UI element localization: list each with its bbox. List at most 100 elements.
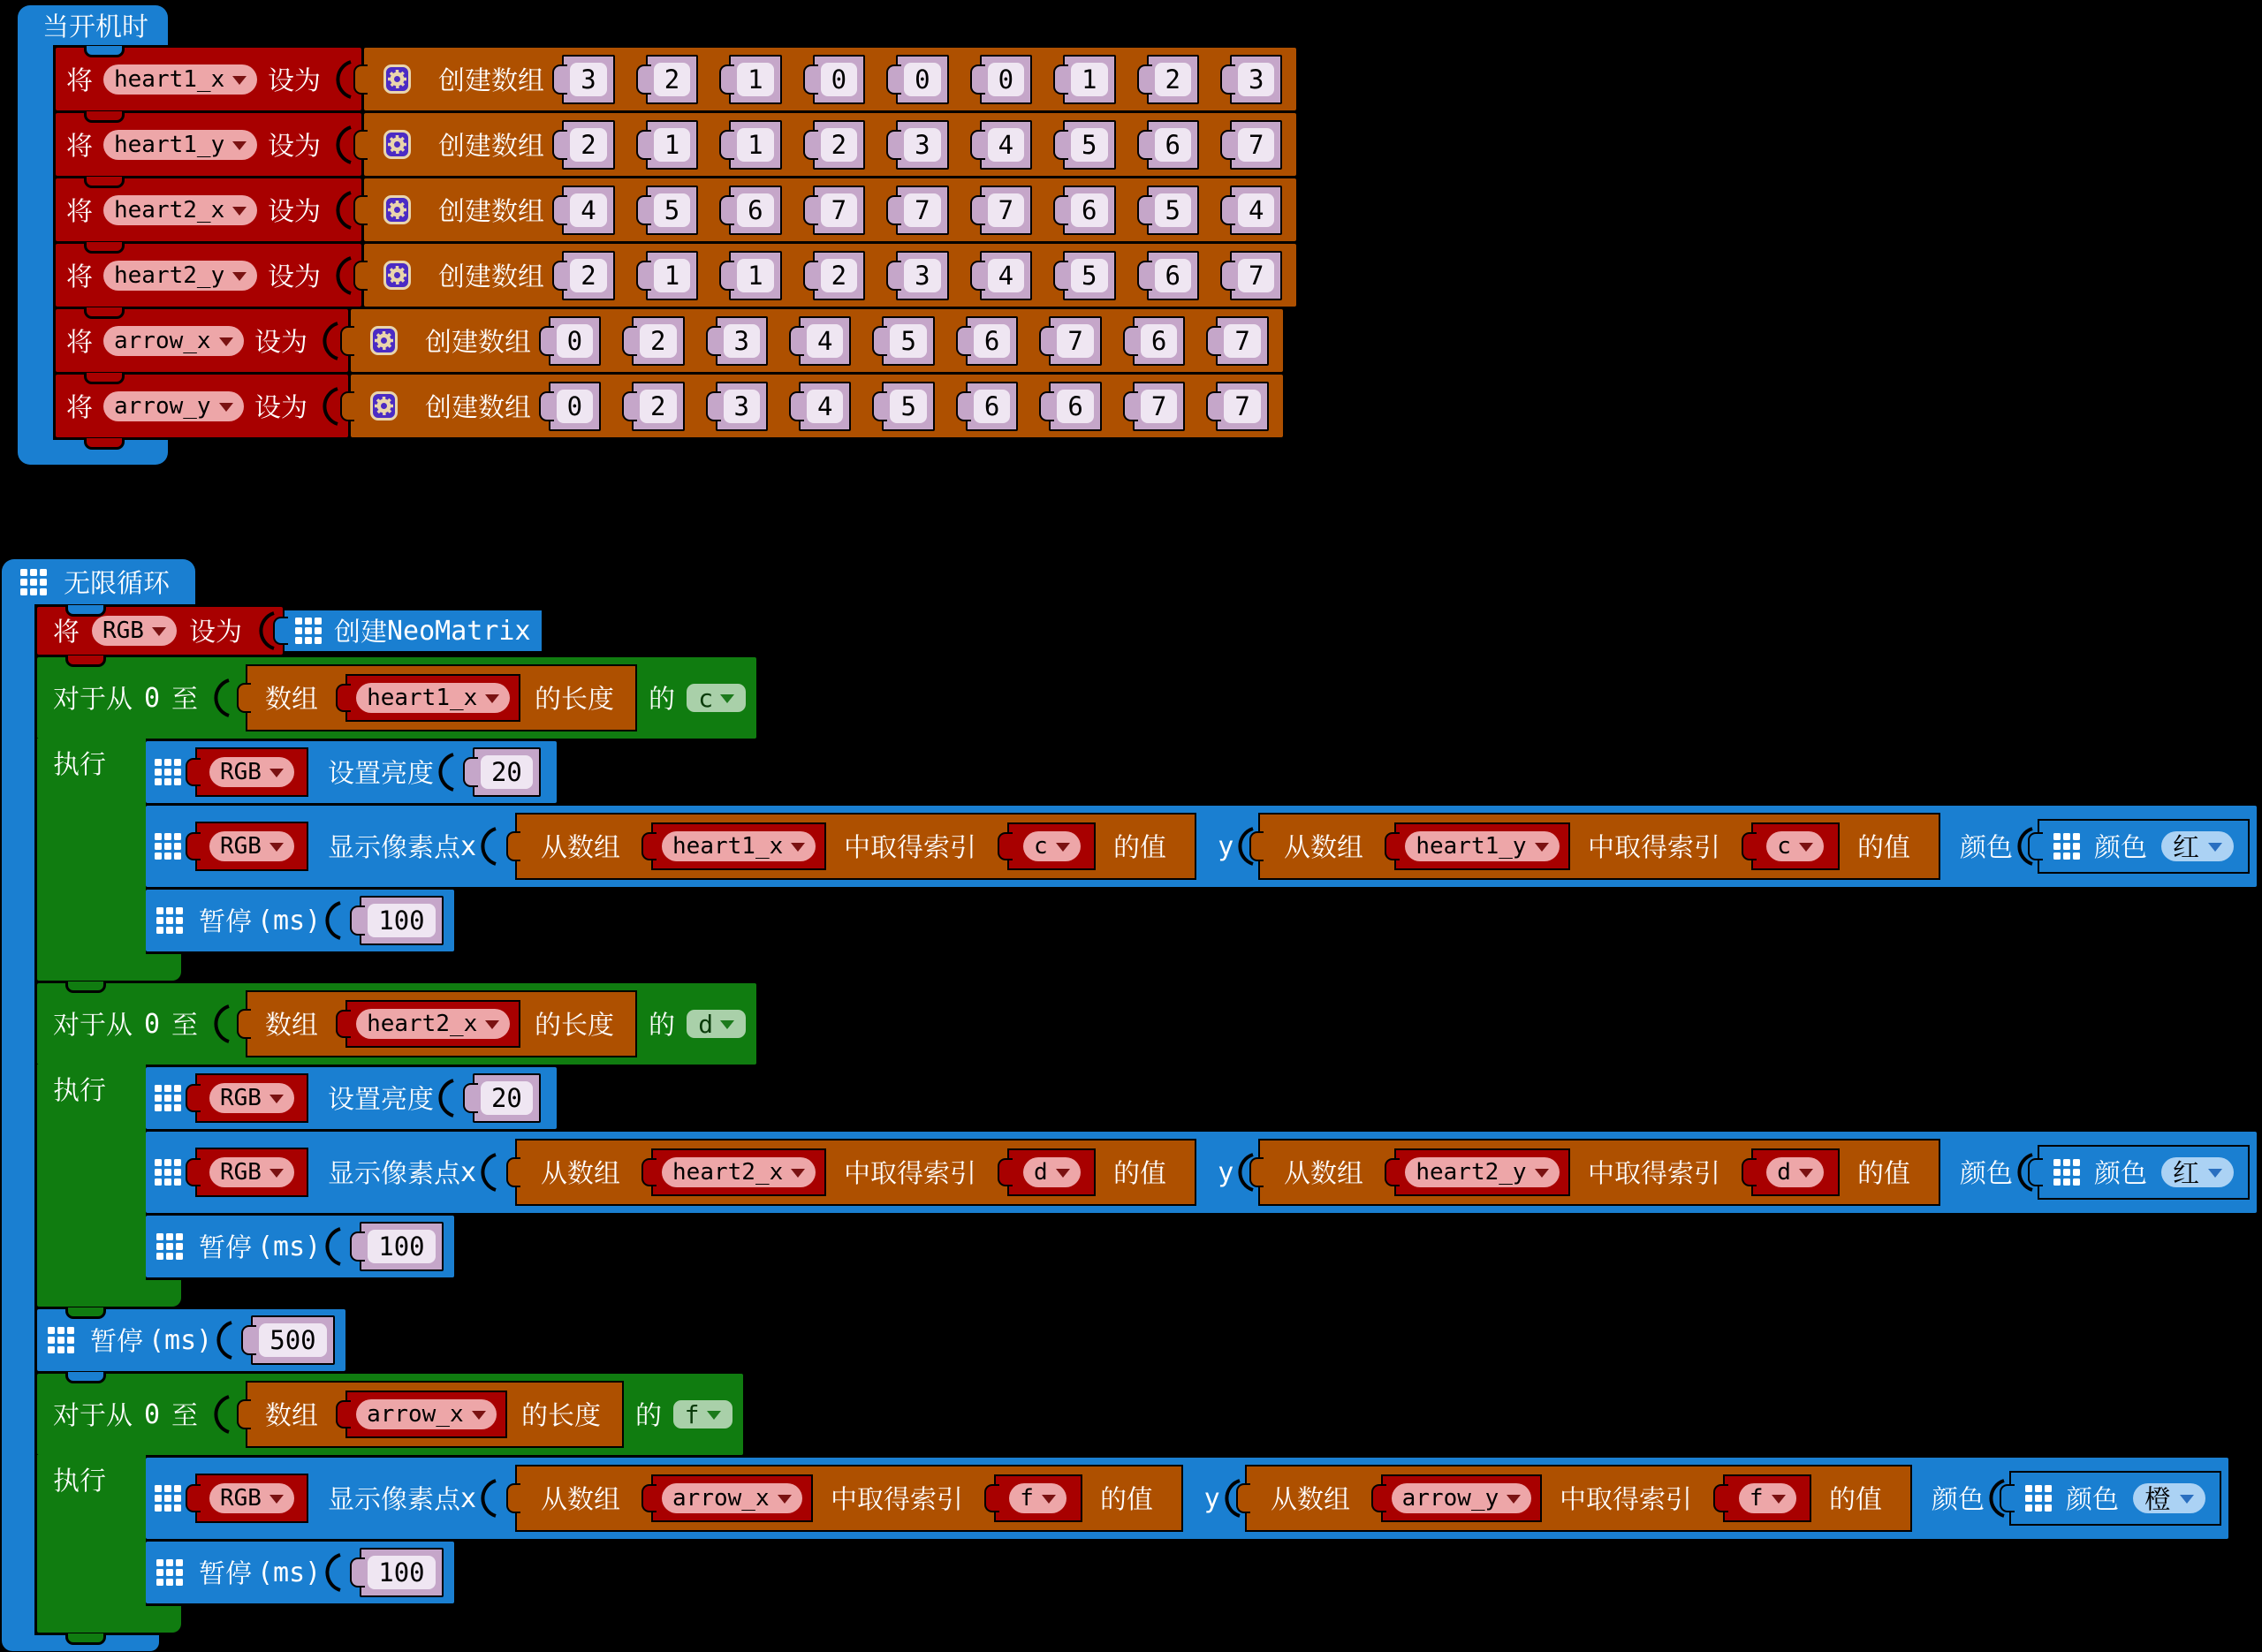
number-value[interactable]: 5 xyxy=(1154,193,1191,227)
set-variable-block[interactable]: heart1_x xyxy=(56,48,362,110)
for-loop-block[interactable]: 0 heart1_x xyxy=(37,657,2257,993)
array-number-slot[interactable]: 5 xyxy=(882,315,935,366)
array-number-slot[interactable]: 0 xyxy=(548,315,602,366)
set-variable-row[interactable]: heart2_x 4 xyxy=(56,178,1297,254)
device-dropdown[interactable]: RGB xyxy=(209,831,294,861)
color-block[interactable] xyxy=(2037,1145,2250,1200)
array-number-slot[interactable]: 4 xyxy=(798,381,852,431)
create-array-block[interactable]: 2 1 1 xyxy=(364,244,1297,307)
number-value[interactable]: 0 xyxy=(904,62,941,96)
index-variable-block[interactable]: d xyxy=(1750,1148,1840,1196)
number-value[interactable]: 7 xyxy=(1224,389,1261,423)
number-value[interactable]: 5 xyxy=(890,389,927,423)
number-value[interactable]: 4 xyxy=(1237,193,1275,227)
variable-dropdown[interactable]: f xyxy=(1009,1483,1066,1513)
loop-index-dropdown[interactable]: d xyxy=(687,1010,747,1039)
number-value[interactable]: 1 xyxy=(653,258,691,292)
create-array-block[interactable]: 4 5 6 xyxy=(364,178,1297,241)
get-value-block-y[interactable]: arrow_y f xyxy=(1244,1465,1913,1532)
array-number-slot[interactable]: 7 xyxy=(1049,315,1102,366)
array-number-slot[interactable]: 0 xyxy=(812,54,866,104)
array-number-slot[interactable]: 5 xyxy=(645,185,699,235)
array-number-slot[interactable]: 6 xyxy=(1049,381,1102,431)
for-loop-header[interactable]: 0 heart1_x xyxy=(37,657,757,739)
variable-dropdown[interactable]: heart1_y xyxy=(1405,831,1560,861)
device-dropdown[interactable]: RGB xyxy=(209,1083,294,1113)
number-value[interactable]: 20 xyxy=(480,1081,533,1115)
number-value[interactable]: 5 xyxy=(1071,258,1108,292)
color-dropdown[interactable] xyxy=(2160,1157,2234,1187)
color-block[interactable] xyxy=(2009,1471,2222,1526)
variable-dropdown[interactable]: arrow_x xyxy=(103,325,244,356)
number-value[interactable]: 3 xyxy=(723,389,760,423)
array-number-slot[interactable]: 4 xyxy=(979,119,1033,170)
number-value[interactable]: 6 xyxy=(973,323,1011,358)
gear-icon[interactable] xyxy=(369,391,398,421)
number-value[interactable]: 0 xyxy=(820,62,858,96)
array-number-slot[interactable]: 2 xyxy=(632,315,685,366)
number-value[interactable]: 7 xyxy=(820,193,858,227)
number-value[interactable]: 7 xyxy=(1237,127,1275,162)
gear-icon[interactable] xyxy=(369,326,398,355)
array-number-slot[interactable]: 6 xyxy=(1146,250,1199,300)
create-array-block[interactable]: 0 2 3 xyxy=(350,309,1283,372)
loop-index-dropdown[interactable]: c xyxy=(687,684,747,713)
device-dropdown[interactable]: RGB xyxy=(209,757,294,787)
rgb-device-block[interactable]: RGB xyxy=(195,1474,308,1523)
number-value[interactable]: 2 xyxy=(570,127,607,162)
number-value[interactable]: 0 xyxy=(987,62,1025,96)
create-neomatrix-block[interactable]: NeoMatrix xyxy=(282,609,543,653)
array-number-slot[interactable]: 7 xyxy=(1229,119,1283,170)
number-value[interactable]: 2 xyxy=(653,62,691,96)
array-number-slot[interactable]: 3 xyxy=(715,381,768,431)
set-brightness-block[interactable]: RGB 20 xyxy=(146,1067,557,1129)
number-value[interactable]: 6 xyxy=(1057,389,1094,423)
number-value[interactable]: 5 xyxy=(890,323,927,358)
number-value[interactable]: 6 xyxy=(1071,193,1108,227)
pause-value-slot[interactable]: 100 xyxy=(360,1548,444,1597)
pause-block[interactable]: (ms) 100 xyxy=(146,1542,454,1603)
on-start-hat[interactable] xyxy=(18,5,168,57)
array-number-slot[interactable]: 3 xyxy=(1229,54,1283,104)
array-number-slot[interactable]: 2 xyxy=(562,250,615,300)
array-number-slot[interactable]: 1 xyxy=(729,54,782,104)
variable-dropdown[interactable]: d xyxy=(1766,1157,1824,1187)
variable-dropdown[interactable]: heart2_x xyxy=(356,1009,511,1039)
array-length-block[interactable]: heart1_x xyxy=(246,664,638,731)
number-value[interactable]: 1 xyxy=(1071,62,1108,96)
number-value[interactable]: 5 xyxy=(1071,127,1108,162)
number-value[interactable]: 6 xyxy=(973,389,1011,423)
pause-block[interactable]: (ms) 100 xyxy=(146,1216,454,1277)
brightness-value-slot[interactable]: 20 xyxy=(472,1073,541,1123)
get-value-block-y[interactable]: heart2_y d xyxy=(1258,1139,1940,1206)
variable-dropdown[interactable]: heart1_x xyxy=(103,64,258,95)
variable-dropdown[interactable]: c xyxy=(1766,831,1824,861)
number-value[interactable]: 100 xyxy=(368,904,436,937)
number-value[interactable]: 3 xyxy=(904,258,941,292)
set-rgb-block[interactable]: RGB NeoMatrix xyxy=(37,607,543,667)
set-variable-block[interactable]: heart1_y xyxy=(56,113,362,176)
color-dropdown[interactable] xyxy=(2133,1483,2206,1513)
brightness-value-slot[interactable]: 20 xyxy=(472,747,541,797)
number-value[interactable]: 7 xyxy=(1140,389,1178,423)
array-variable-block[interactable]: heart2_x xyxy=(345,1000,521,1048)
number-value[interactable]: 0 xyxy=(556,323,594,358)
index-variable-block[interactable]: d xyxy=(1007,1148,1097,1196)
number-value[interactable]: 6 xyxy=(737,193,774,227)
array-number-slot[interactable]: 0 xyxy=(979,54,1033,104)
show-pixel-block[interactable]: RGB x xyxy=(146,1458,2229,1539)
for-loop-header[interactable]: 0 arrow_x xyxy=(37,1374,743,1455)
get-value-block-x[interactable]: heart1_x c xyxy=(515,813,1197,880)
set-variable-block[interactable]: heart2_x xyxy=(56,178,362,241)
number-value[interactable]: 2 xyxy=(820,127,858,162)
loop-index-dropdown[interactable]: f xyxy=(672,1400,732,1429)
gear-icon[interactable] xyxy=(383,261,412,290)
for-loop-block[interactable]: 0 heart2_x xyxy=(37,983,2257,1319)
number-value[interactable]: 2 xyxy=(570,258,607,292)
variable-dropdown[interactable]: arrow_x xyxy=(662,1483,802,1513)
index-variable-block[interactable]: f xyxy=(1723,1474,1812,1522)
get-value-block-x[interactable]: heart2_x d xyxy=(515,1139,1197,1206)
number-value[interactable]: 2 xyxy=(640,389,677,423)
set-variable-block[interactable]: heart2_y xyxy=(56,244,362,307)
for-loop-header[interactable]: 0 heart2_x xyxy=(37,983,757,1065)
